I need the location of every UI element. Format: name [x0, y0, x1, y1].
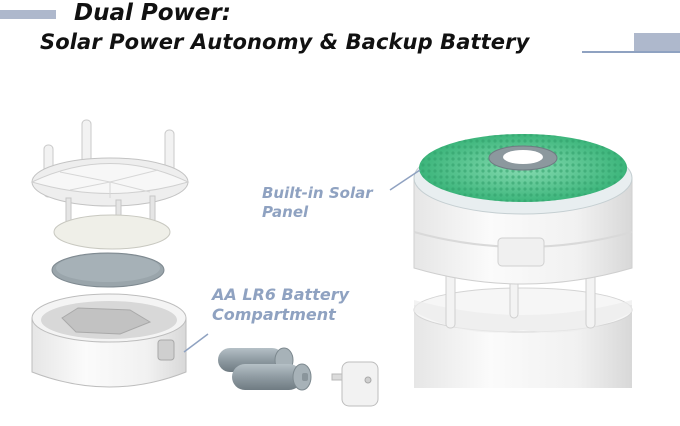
- assembled-sensor-illustration: [414, 134, 632, 388]
- battery-callout-line: [184, 334, 208, 352]
- solar-panel-callout-line1: Built-in Solar: [262, 184, 373, 202]
- battery-cap-illustration: [332, 362, 378, 406]
- battery-callout-line2: Compartment: [212, 305, 336, 324]
- aa-battery-pair-illustration: [218, 348, 311, 390]
- battery-callout-line1: AA LR6 Battery: [212, 285, 349, 304]
- solar-panel-callout-line2: Panel: [262, 203, 308, 221]
- exploded-sensor-illustration: [32, 120, 188, 387]
